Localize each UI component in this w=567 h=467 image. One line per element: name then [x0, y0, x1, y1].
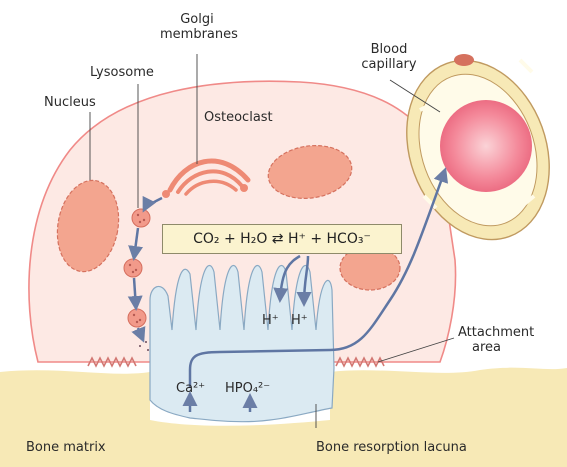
bone-resorption-lacuna-label: Bone resorption lacuna	[316, 440, 467, 455]
lysosome-label: Lysosome	[90, 65, 154, 80]
attachment-area-label-line2: area	[458, 340, 534, 355]
golgi-label-line1: Golgi	[160, 12, 234, 27]
carbonic-acid-equation: CO₂ + H₂O ⇄ H⁺ + HCO₃⁻	[162, 224, 402, 254]
blood-capillary-label-line1: Blood	[352, 42, 426, 57]
golgi-label-line2: membranes	[160, 27, 234, 42]
h-ion-left: H⁺	[262, 313, 279, 328]
h-ion-right: H⁺	[291, 313, 308, 328]
bone-matrix-label: Bone matrix	[26, 440, 106, 455]
blood-capillary-label-line2: capillary	[352, 57, 426, 72]
attachment-area-label-line1: Attachment	[458, 325, 534, 340]
red-blood-cell	[440, 100, 532, 192]
attachment-area-label: Attachment area	[458, 325, 534, 355]
calcium-ion: Ca²⁺	[176, 381, 205, 396]
blood-capillary-label: Blood capillary	[352, 42, 426, 72]
nucleus-label: Nucleus	[44, 95, 96, 110]
bone-surface-bottom	[150, 420, 330, 467]
golgi-label: Golgi membranes	[160, 12, 234, 42]
osteoclast-label: Osteoclast	[204, 110, 273, 125]
phosphate-ion: HPO₄²⁻	[225, 381, 270, 396]
